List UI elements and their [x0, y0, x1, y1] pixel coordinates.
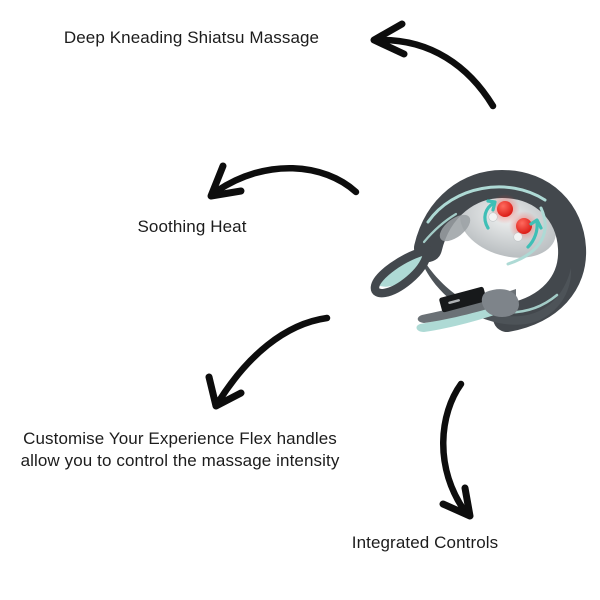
shiatsu-node-red [516, 218, 532, 234]
strap-buckle [481, 289, 519, 317]
feature-label-deep-kneading: Deep Kneading Shiatsu Massage [63, 28, 320, 47]
brand-band [439, 286, 487, 313]
feature-label-integrated-controls: Integrated Controls [351, 533, 499, 552]
flex-handle-loop [370, 245, 433, 298]
heat-node-white [513, 232, 523, 242]
curved-arrow-soothing-heat-icon [207, 162, 360, 200]
product-image-neck-massager [370, 169, 587, 332]
curved-arrow-integrated-controls-icon [439, 380, 474, 520]
shiatsu-node-red [497, 201, 513, 217]
flex-handle-strap [416, 286, 519, 332]
massage-nodes [488, 194, 539, 242]
feature-label-customise-line2: allow you to control the massage intensi… [20, 451, 340, 470]
feature-label-soothing-heat: Soothing Heat [137, 217, 247, 236]
brand-mark [448, 299, 460, 304]
curved-arrow-deep-kneading-icon [370, 20, 497, 110]
feature-label-customise-experience: Customise Your Experience Flex handles a… [0, 428, 360, 472]
rotation-arrows [483, 199, 543, 249]
curved-arrow-customise-icon [205, 314, 331, 410]
massager-collar [414, 169, 587, 332]
rotation-arrow-left-icon [483, 199, 497, 230]
feature-label-customise-line1: Customise Your Experience Flex handles [23, 429, 337, 448]
heat-node-white [488, 212, 498, 222]
rotation-arrow-right-icon [526, 218, 543, 249]
